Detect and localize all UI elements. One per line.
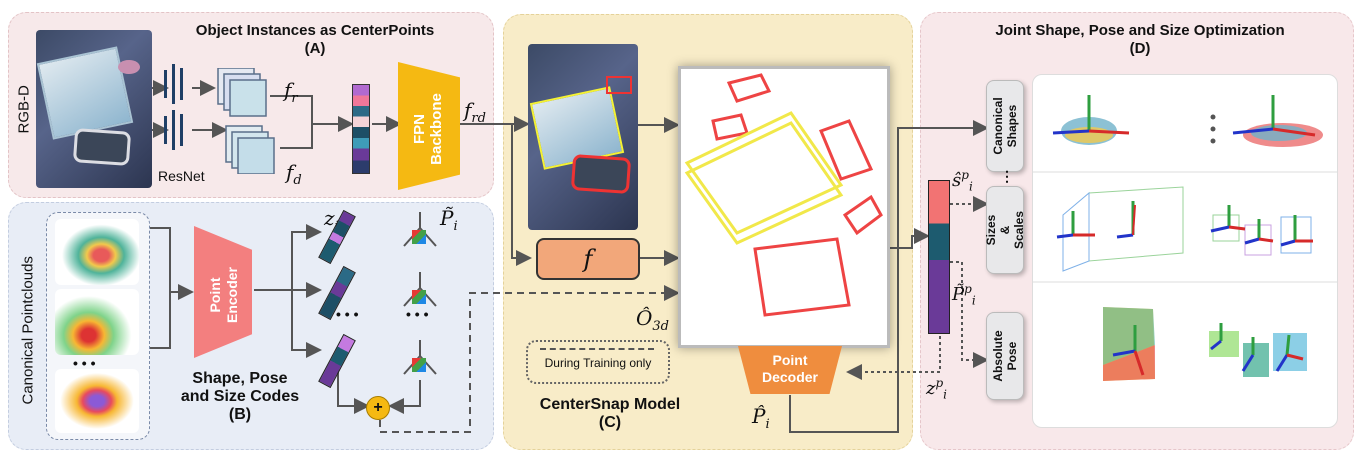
fpn-label: FPN Backbone xyxy=(411,93,445,165)
training-legend: During Training only xyxy=(526,340,670,384)
canonical-shapes-box: Canonical Shapes xyxy=(986,80,1024,172)
f-feature-box: f xyxy=(536,238,640,280)
p-hat-label: P̂i xyxy=(752,404,770,432)
codes-label: Shape, Pose and Size Codes (B) xyxy=(180,370,300,423)
panel-a-title-text: Object Instances as CenterPoints xyxy=(195,22,435,39)
oriented-boxes-view xyxy=(678,66,890,348)
pi-tilde-label: P̃i xyxy=(440,206,458,234)
fr-label: fr xyxy=(284,78,298,106)
fpn-backbone: FPN Backbone xyxy=(398,62,460,190)
code-ellipsis: • • • xyxy=(336,306,359,322)
frd-label: frd xyxy=(464,98,486,126)
z-label: zpi xyxy=(926,376,948,402)
pose-cube-icon xyxy=(412,290,426,304)
pose-cube-icon xyxy=(412,230,426,244)
resnet-label: ResNet xyxy=(158,168,205,184)
fd-label: fd xyxy=(286,160,302,188)
panel-a-title: Object Instances as CenterPoints (A) xyxy=(170,22,460,58)
absolute-pose-box: Absolute Pose xyxy=(986,312,1024,400)
pointcloud-ellipsis: • • • xyxy=(73,355,96,371)
pointcloud-mug xyxy=(55,219,139,285)
point-decoder: Point Decoder xyxy=(738,346,842,394)
training-legend-text: During Training only xyxy=(544,356,652,370)
concat-feature-vector xyxy=(352,84,370,174)
output-visualization xyxy=(1032,74,1338,428)
rgbd-label: RGB-D xyxy=(15,85,33,134)
pose-cube-icon xyxy=(412,358,426,372)
panel-d-title: Joint Shape, Pose and Size Optimization … xyxy=(995,22,1285,57)
resnet-icon xyxy=(164,64,183,150)
p-tilde-label: P̃pi xyxy=(952,282,976,308)
canonical-pointclouds-label: Canonical Pointclouds xyxy=(19,256,37,405)
centersnap-label: CenterSnap Model (C) xyxy=(539,396,681,431)
s-hat-label: ŝpi xyxy=(952,168,973,194)
sizes-scales-box: Sizes & Scales xyxy=(984,186,1026,274)
feature-maps-icon xyxy=(217,68,275,174)
pointcloud-can xyxy=(55,369,139,433)
detection-photo xyxy=(528,44,638,230)
pointcloud-bottle xyxy=(55,289,139,355)
pointcloud-stack: • • • xyxy=(46,212,150,440)
pose-ellipsis: • • • xyxy=(406,306,429,322)
o3d-label: Ô3d xyxy=(636,306,669,334)
sum-node-icon: + xyxy=(366,396,390,420)
box-ellipsis: ⋮ xyxy=(1000,168,1014,184)
point-encoder-label: Point Encoder xyxy=(207,267,240,324)
rgbd-photo xyxy=(36,30,152,188)
output-code-vector xyxy=(928,180,950,334)
point-encoder: Point Encoder xyxy=(194,226,252,358)
point-decoder-label: Point Decoder xyxy=(761,352,819,385)
panel-a-tag: (A) xyxy=(304,40,326,57)
